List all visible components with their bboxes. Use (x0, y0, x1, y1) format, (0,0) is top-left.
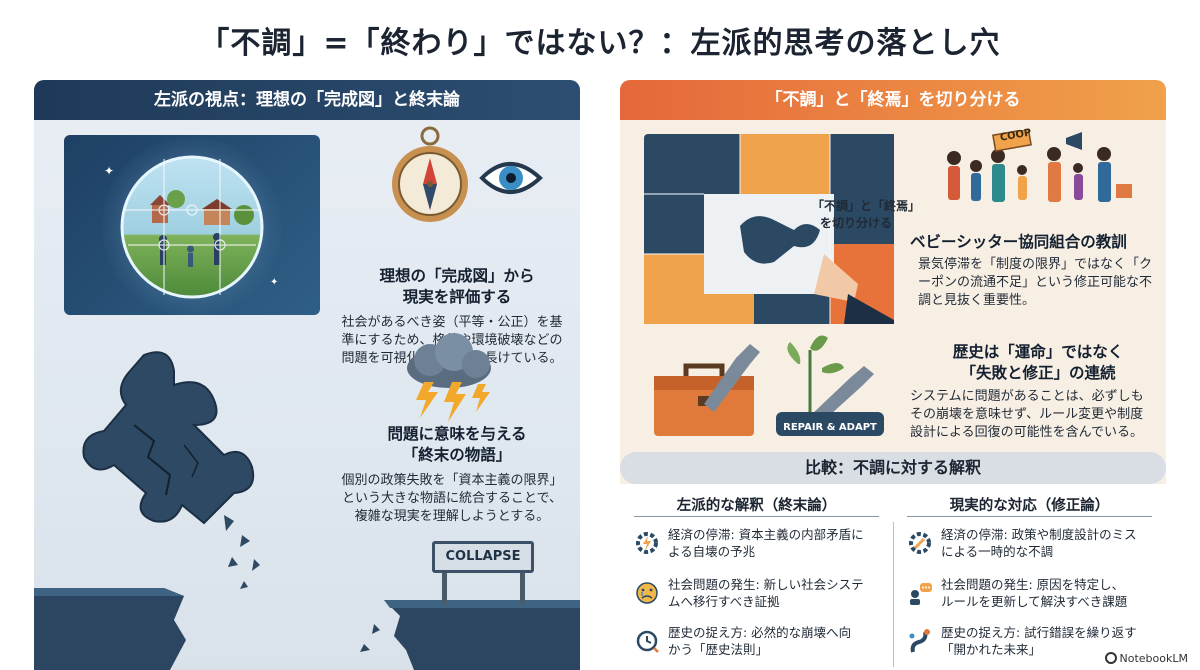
left-item-history-line2: かう「歴史法則」 (668, 642, 769, 657)
comparison-left-header: 左派的な解釈（終末論） (676, 498, 837, 514)
puzzle-label-line2: を切り分ける (820, 216, 893, 230)
ideal-heading-line2: 現実を評価する (402, 288, 512, 306)
left-panel-header: 左派の視点：理想の「完成図」と終末論 (34, 80, 580, 120)
gear-wrench-icon (909, 532, 931, 554)
gear-lightning-icon (636, 532, 658, 554)
repair-adapt-label: REPAIR & ADAPT (783, 422, 877, 433)
left-item-social-line2: ムへ移行すべき証拠 (668, 594, 780, 609)
babysitter-body-line3: 調と見抜く重要性。 (918, 293, 1036, 308)
right-item-history-line1: 歴史の捉え方: 試行錯誤を繰り返す (941, 625, 1137, 640)
clock-arrow-icon (636, 630, 659, 653)
right-panel: 「不調」と「終焉」を切り分ける 「不調」と「終焉」 を切り分ける COOP (620, 80, 1166, 670)
right-item-social-line2: ルールを更新して解決すべき課題 (941, 594, 1128, 609)
puzzle-label-line1: 「不調」と「終焉」 (812, 199, 921, 213)
ideal-body-line1: 社会があるべき姿（平等・公正）を基 (341, 315, 563, 330)
cliff-edge-illustration (34, 570, 580, 670)
divider (893, 522, 894, 667)
left-item-social-line1: 社会問題の発生: 新しい社会システ (668, 577, 864, 592)
right-panel-header: 「不調」と「終焉」を切り分ける (620, 80, 1166, 120)
endtime-heading-line1: 問題に意味を与える (387, 425, 527, 443)
repair-tools-illustration (654, 335, 884, 436)
puzzle-board-illustration (644, 134, 894, 324)
left-item-economy-line2: よる自壊の予兆 (668, 544, 756, 559)
footer-label: NotebookLM (1119, 652, 1188, 665)
history-body-line1: システムに問題があることは、必ずしも (910, 389, 1144, 404)
divider (634, 516, 879, 517)
svg-text:✦: ✦ (104, 164, 114, 178)
right-item-economy-line2: による一時的な不調 (941, 544, 1054, 559)
babysitter-body-line1: 景気停滞を「制度の限界」ではなく「ク (918, 257, 1153, 272)
collapse-sign: COLLAPSE (432, 541, 534, 573)
crying-face-icon (636, 582, 658, 604)
history-heading-line2: 「失敗と修正」の連続 (960, 364, 1116, 382)
history-heading-line1: 歴史は「運命」ではなく (952, 343, 1124, 361)
left-item-history-line1: 歴史の捉え方: 必然的な崩壊へ向 (668, 625, 852, 640)
notebooklm-logo-icon (1104, 652, 1117, 664)
history-body-line2: その崩壊を意味せず、ルール変更や制度 (910, 407, 1144, 422)
cracked-puzzle-piece-icon (82, 351, 260, 589)
babysitter-body-line2: ーポンの流通不足」という修正可能な不 (918, 275, 1153, 290)
left-panel: 左派の視点：理想の「完成図」と終末論 (34, 80, 580, 670)
babysitter-heading: ベビーシッター協同組合の教訓 (910, 233, 1127, 251)
endtime-heading-line2: 「終末の物語」 (402, 446, 512, 464)
comparison-right-header: 現実的な対応（修正論） (949, 498, 1110, 514)
ideal-sphere-illustration: ✦ ✦ (64, 135, 320, 315)
right-item-history-line2: 「開かれた未来」 (941, 642, 1042, 657)
comparison-title: 比較：不調に対する解釈 (620, 452, 1166, 484)
endtime-body-line3: 複雑な現実を理解しようとする。 (354, 509, 550, 524)
svg-text:✦: ✦ (270, 277, 278, 288)
ideal-heading-line1: 理想の「完成図」から (379, 267, 535, 285)
divider (907, 516, 1152, 517)
community-people-icon (947, 130, 1132, 202)
endtime-body-line2: という大きな物語に統合することで、 (341, 491, 563, 506)
right-item-social-line1: 社会問題の発生: 原因を特定し、 (941, 577, 1125, 592)
compass-eye-icon (392, 126, 543, 222)
winding-road-icon (909, 629, 930, 653)
right-item-economy-line1: 経済の停滞: 政策や制度設計のミス (941, 527, 1137, 542)
people-chat-icon (910, 583, 932, 605)
history-body-line3: 設計による回復の可能性を含んでいる。 (910, 425, 1143, 440)
page-title: 「不調」=「終わり」ではない？：左派的思考の落とし穴 (199, 26, 1001, 61)
left-item-economy-line1: 経済の停滞: 資本主義の内部矛盾に (668, 527, 864, 542)
notebooklm-watermark: NotebookLM (1104, 652, 1188, 665)
endtime-body-line1: 個別の政策失敗を「資本主義の限界」 (341, 473, 563, 488)
storm-cloud-icon (407, 333, 491, 422)
comparison-table: 左派的な解釈（終末論） 現実的な対応（修正論） 経済の停滞: 資本主義の内部矛盾… (620, 484, 1166, 670)
